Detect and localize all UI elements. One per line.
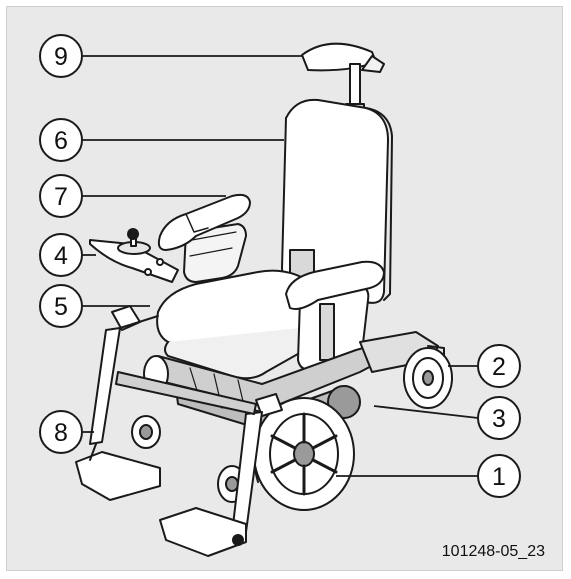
callout-5-label: 5: [54, 293, 68, 321]
leader-line-3: [373, 405, 479, 419]
headrest-mount: [361, 55, 385, 73]
callout-9: 9: [39, 34, 83, 78]
callout-7-label: 7: [54, 183, 68, 211]
callout-1: 1: [477, 454, 521, 498]
callout-2: 2: [477, 344, 521, 388]
drive-wheel-spokes: [270, 412, 338, 496]
callout-4-label: 4: [54, 242, 68, 270]
legrest-left-tube: [89, 327, 121, 445]
control-unit-bracket: [89, 239, 179, 283]
callout-2-label: 2: [492, 353, 506, 381]
joystick-knob: [127, 228, 139, 240]
footplate-right: [159, 507, 247, 557]
backrest-side: [365, 107, 393, 301]
headrest-post: [349, 63, 361, 107]
legrest-right-upper: [255, 393, 283, 417]
callout-8: 8: [39, 410, 83, 454]
armrest-left: [157, 193, 251, 251]
callout-3-label: 3: [492, 405, 506, 433]
armrest-right-post: [319, 303, 335, 361]
leader-lines: [82, 55, 479, 477]
callout-1-label: 1: [492, 463, 506, 491]
footplate-left: [75, 451, 161, 501]
callout-9-label: 9: [54, 43, 68, 71]
front-frame-bar: [115, 371, 257, 415]
callout-8-label: 8: [54, 419, 68, 447]
callout-7: 7: [39, 174, 83, 218]
callout-6-label: 6: [54, 127, 68, 155]
callout-3: 3: [477, 396, 521, 440]
figure-code: 101248-05_23: [442, 543, 545, 560]
wheelchair-illustration: [75, 42, 453, 557]
callout-5: 5: [39, 284, 83, 328]
callout-4: 4: [39, 233, 83, 277]
callout-6: 6: [39, 118, 83, 162]
armrest-right: [285, 260, 385, 310]
callouts: 9 6 7 4 5 8 2 3: [39, 34, 521, 498]
